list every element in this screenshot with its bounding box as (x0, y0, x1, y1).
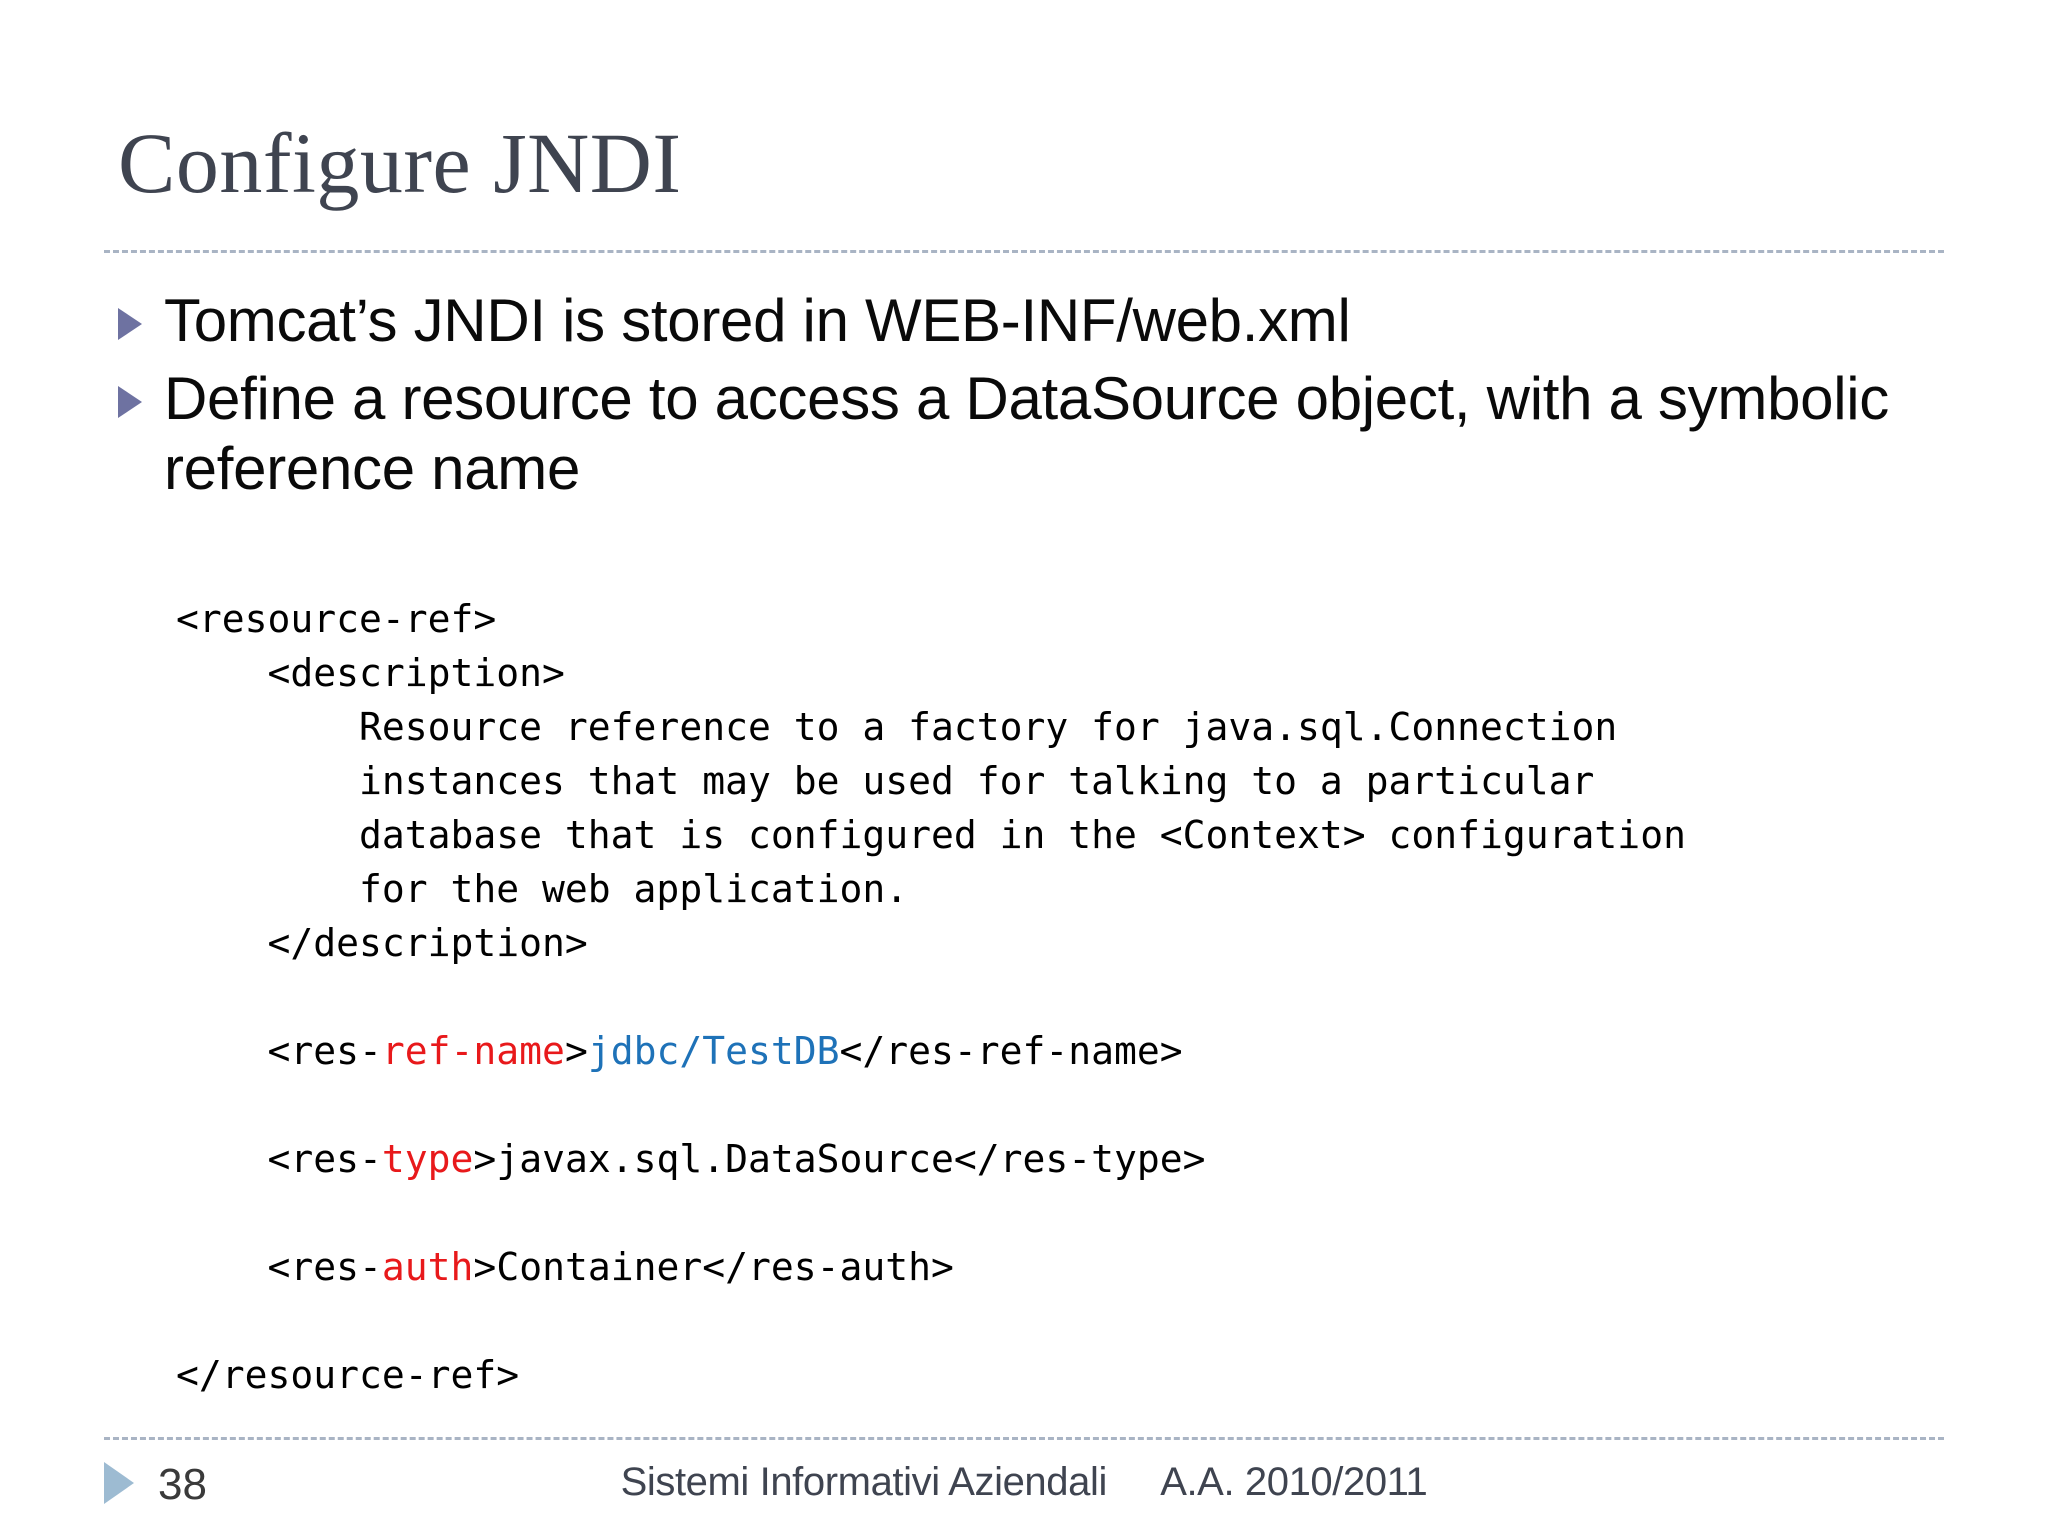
code-tag-open: <res- (176, 1029, 382, 1073)
code-tag-keyword: auth (381, 1245, 474, 1289)
bullet-triangle-icon (118, 364, 164, 419)
code-tag-close-bracket: > (473, 1137, 497, 1181)
code-tag-keyword: type (381, 1137, 474, 1181)
page-title: Configure JNDI (118, 115, 682, 211)
page-number: 38 (158, 1460, 207, 1509)
code-line: <resource-ref> (176, 597, 497, 641)
code-line: database that is configured in the <Cont… (176, 813, 1686, 857)
code-tag-tail: Container</res-auth> (496, 1245, 954, 1289)
code-snippet: <resource-ref> <description> Resource re… (176, 592, 1686, 1402)
code-blank-line (176, 1078, 1686, 1132)
footer-course-label: Sistemi Informativi Aziendali (620, 1460, 1108, 1504)
code-line: <description> (176, 651, 565, 695)
list-item: Define a resource to access a DataSource… (118, 364, 1948, 504)
code-blank-line (176, 1294, 1686, 1348)
footer-text: Sistemi Informativi Aziendali A.A. 2010/… (0, 1460, 2048, 1505)
code-line: <res-auth>Container</res-auth> (176, 1240, 1686, 1294)
footer-year-label: A.A. 2010/2011 (1160, 1460, 1428, 1504)
code-line: </resource-ref> (176, 1353, 520, 1397)
code-tag-open: <res- (176, 1137, 382, 1181)
code-tag-open: <res- (176, 1245, 382, 1289)
code-tag-close-bracket: > (564, 1029, 588, 1073)
code-line: instances that may be used for talking t… (176, 759, 1595, 803)
code-line: </description> (176, 921, 588, 965)
footer-divider (104, 1437, 1944, 1440)
bullet-list: Tomcat’s JNDI is stored in WEB-INF/web.x… (118, 286, 1948, 513)
code-blank-line (176, 1186, 1686, 1240)
footer-triangle-icon (104, 1462, 134, 1504)
code-line: <res-ref-name>jdbc/TestDB</res-ref-name> (176, 1024, 1686, 1078)
bullet-item-label: Define a resource to access a DataSource… (164, 365, 1889, 503)
code-tag-tail: </res-ref-name> (839, 1029, 1183, 1073)
code-tag-keyword: ref-name (381, 1029, 565, 1073)
list-item: Tomcat’s JNDI is stored in WEB-INF/web.x… (118, 286, 1948, 356)
bullet-item-label: Tomcat’s JNDI is stored in WEB-INF/web.x… (164, 287, 1351, 354)
code-line: for the web application. (176, 867, 909, 911)
code-tag-close-bracket: > (473, 1245, 497, 1289)
header-divider (104, 250, 1944, 253)
bullet-triangle-icon (118, 286, 164, 340)
code-line: Resource reference to a factory for java… (176, 705, 1618, 749)
code-tag-tail: javax.sql.DataSource</res-type> (496, 1137, 1206, 1181)
code-tag-value: jdbc/TestDB (587, 1029, 840, 1073)
code-line: <res-type>javax.sql.DataSource</res-type… (176, 1132, 1686, 1186)
code-blank-line (176, 970, 1686, 1024)
